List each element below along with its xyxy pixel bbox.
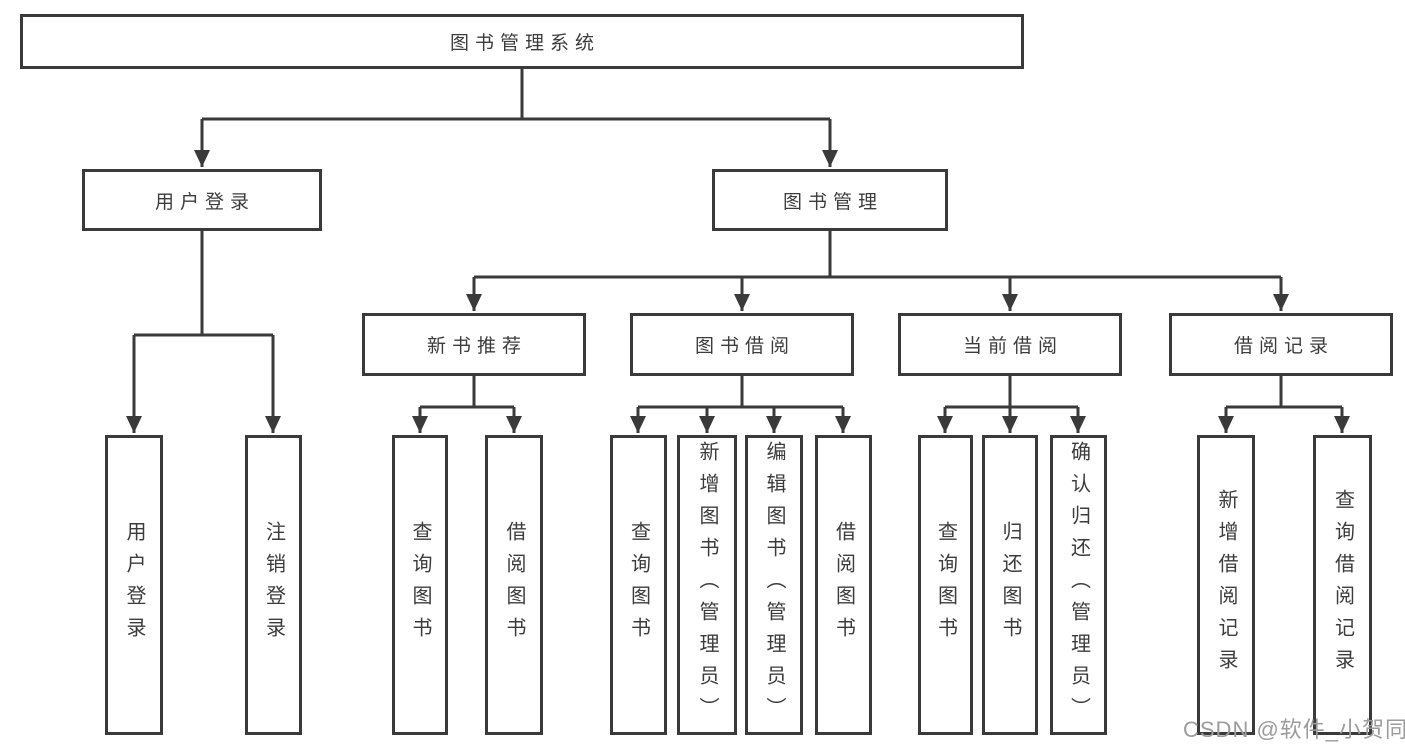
- node-user-login: 用户登录: [82, 169, 322, 231]
- leaf-add-book-admin: 新增图书（管理员）: [677, 435, 737, 735]
- leaf-query-borrow-record: 查询借阅记录: [1313, 435, 1372, 735]
- node-book-management: 图书管理: [712, 169, 948, 231]
- leaf-label: 新增借阅记录: [1215, 489, 1237, 681]
- leaf-confirm-return-admin: 确认归还（管理员）: [1050, 435, 1107, 735]
- leaf-logout: 注销登录: [245, 435, 302, 735]
- leaf-borrow-books-2: 借阅图书: [815, 435, 872, 735]
- leaf-label: 编辑图书（管理员）: [763, 441, 785, 729]
- node-borrow-record: 借阅记录: [1169, 313, 1393, 376]
- leaf-label: 新增图书（管理员）: [696, 441, 718, 729]
- csdn-watermark: CSDN @软件_小贺同学: [1183, 717, 1405, 742]
- node-new-book-recommend: 新书推荐: [362, 313, 586, 376]
- leaf-add-borrow-record: 新增借阅记录: [1197, 435, 1255, 735]
- node-root: 图书管理系统: [20, 14, 1024, 69]
- leaf-user-login: 用户登录: [105, 435, 163, 735]
- leaf-query-books-1: 查询图书: [392, 435, 448, 735]
- node-book-borrow: 图书借阅: [630, 313, 854, 376]
- connector-root-split: [202, 69, 830, 121]
- leaf-return-book: 归还图书: [982, 435, 1038, 735]
- leaf-query-books-2: 查询图书: [610, 435, 667, 735]
- connector-user-login-split: [134, 231, 273, 337]
- leaf-borrow-books-1: 借阅图书: [485, 435, 543, 735]
- connector-book-borrow-split: [638, 376, 843, 409]
- leaf-label: 用户登录: [123, 521, 145, 649]
- node-current-borrow: 当前借阅: [898, 313, 1122, 376]
- leaf-label: 借阅图书: [832, 521, 855, 649]
- leaf-edit-book-admin: 编辑图书（管理员）: [745, 435, 803, 735]
- connector-borrow-record-split: [1226, 376, 1342, 409]
- connector-current-borrow-split: [945, 376, 1078, 409]
- leaf-label: 查询图书: [934, 521, 957, 649]
- leaf-label: 确认归还（管理员）: [1067, 441, 1090, 729]
- leaf-label: 查询借阅记录: [1331, 489, 1354, 681]
- leaf-label: 查询图书: [627, 521, 650, 649]
- connector-book-management-split: [474, 231, 1281, 279]
- connector-new-book-split: [420, 376, 514, 409]
- leaf-label: 查询图书: [409, 521, 431, 649]
- leaf-query-books-3: 查询图书: [918, 435, 973, 735]
- leaf-label: 归还图书: [999, 521, 1021, 649]
- leaf-label: 借阅图书: [503, 521, 525, 649]
- leaf-label: 注销登录: [262, 521, 285, 649]
